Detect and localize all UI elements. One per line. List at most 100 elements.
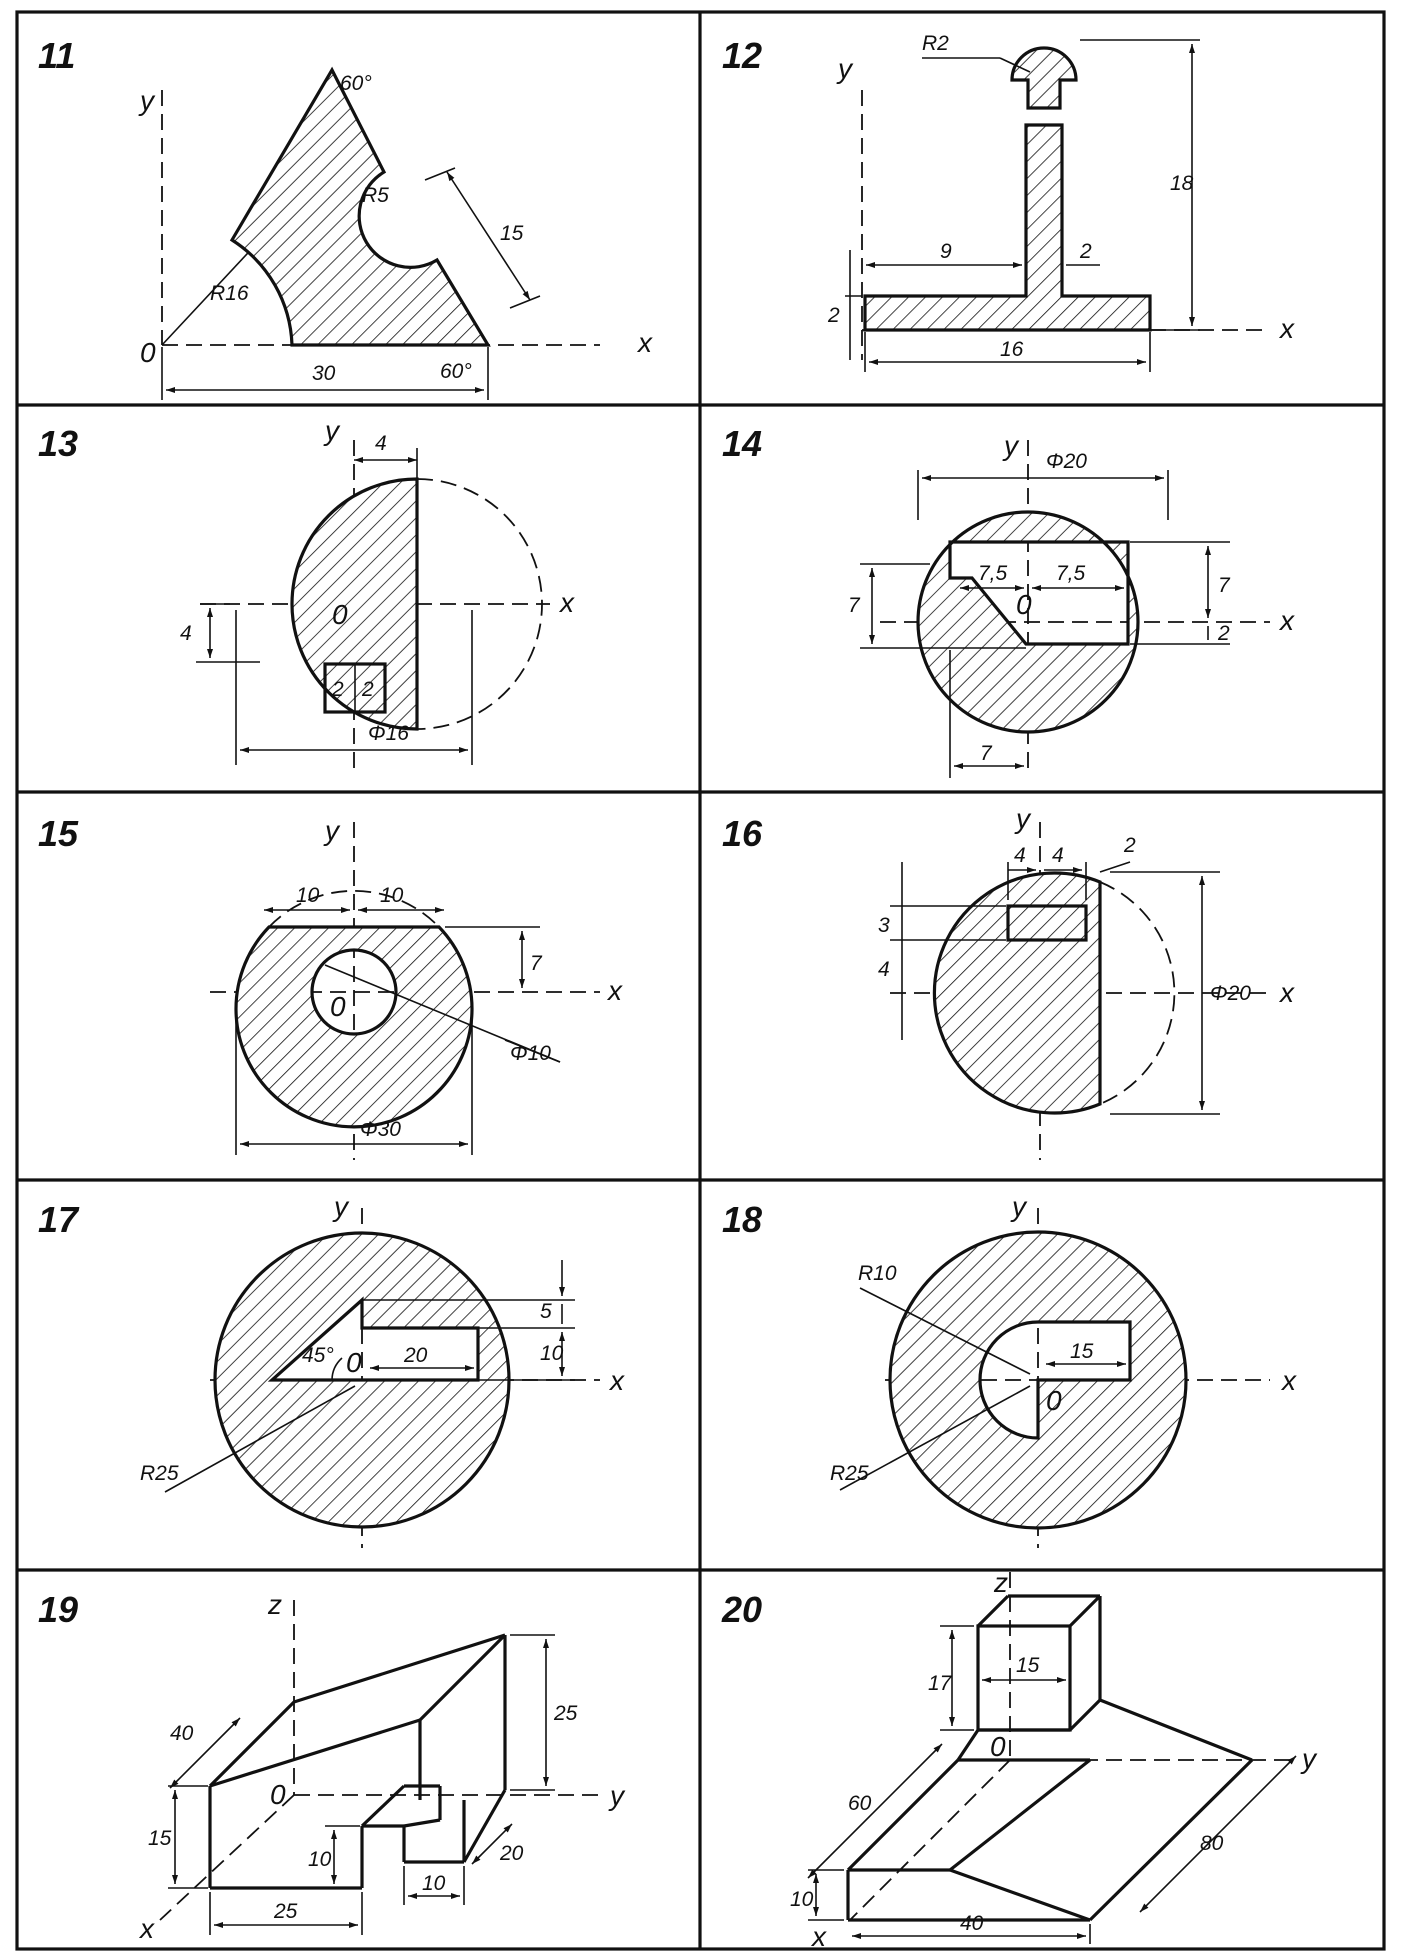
origin-label: 0 xyxy=(346,1347,362,1378)
outer-radius-label: R25 xyxy=(830,1462,869,1485)
x-axis-label: x xyxy=(138,1913,155,1944)
hole-diameter-label: Φ10 xyxy=(510,1042,551,1065)
panel-11: 11 60° R16 R5 15 30 60° y x 0 xyxy=(38,35,653,400)
slot-right-label: 2 xyxy=(361,678,374,701)
cut-offset-label: 4 xyxy=(375,432,387,455)
panel-number: 14 xyxy=(722,423,762,464)
offset-dimension-label: 9 xyxy=(940,240,952,263)
bottom-width-label: 7 xyxy=(980,742,993,765)
diameter-label: Φ16 xyxy=(368,722,409,745)
base-width-label: 40 xyxy=(960,1912,984,1935)
tee-section xyxy=(863,123,1152,332)
z-axis-label: z xyxy=(267,1589,282,1620)
slot-height-label: 5 xyxy=(540,1300,552,1323)
radius-label: R25 xyxy=(140,1462,179,1485)
x-axis-label: x xyxy=(810,1921,827,1952)
panel-number: 19 xyxy=(38,1589,78,1630)
left-chord-label: 10 xyxy=(296,884,320,907)
left-height-label: 7 xyxy=(848,594,861,617)
step-width-label: 10 xyxy=(422,1872,446,1895)
circle-section xyxy=(916,510,1140,734)
step-height-label: 10 xyxy=(540,1342,564,1365)
panel-number: 15 xyxy=(38,813,79,854)
angle-label: 45° xyxy=(302,1344,334,1367)
panel-12: 12 R2 18 9 2 2 16 y x xyxy=(722,32,1295,372)
diameter-label: Φ20 xyxy=(1210,982,1251,1005)
right-half-width-label: 7,5 xyxy=(1056,562,1086,585)
x-axis-label: x xyxy=(1278,977,1295,1008)
block-height-label: 17 xyxy=(928,1672,953,1695)
origin-label: 0 xyxy=(330,991,346,1022)
base-dimension-label: 30 xyxy=(312,362,336,385)
left-half-width-label: 7,5 xyxy=(978,562,1008,585)
panel-number: 13 xyxy=(38,423,78,464)
x-axis-label: x xyxy=(608,1365,625,1396)
inner-radius-label: R10 xyxy=(858,1262,897,1285)
x-axis-label: x xyxy=(1278,605,1295,636)
y-axis-label: y xyxy=(836,53,854,84)
flange-thickness-label: 2 xyxy=(827,304,840,327)
isometric-body xyxy=(846,1594,1254,1922)
z-axis-label: z xyxy=(993,1567,1008,1598)
chord-height-label: 7 xyxy=(530,952,543,975)
step-height-label: 10 xyxy=(308,1848,332,1871)
slot-left-label: 2 xyxy=(331,678,344,701)
depth-dimension-label: 60 xyxy=(848,1792,872,1815)
slot-offset-label: 4 xyxy=(878,958,890,981)
step-width-label: 20 xyxy=(403,1344,428,1367)
origin-label: 0 xyxy=(270,1779,286,1810)
panel-19: 19 xyxy=(38,1589,626,1944)
cut-offset-label: 2 xyxy=(1123,834,1136,857)
panel-16: 16 4 4 2 3 4 Φ20 y x xyxy=(722,803,1295,1160)
left-slot-width-label: 4 xyxy=(1014,844,1026,867)
slot-height-label: 3 xyxy=(878,914,890,937)
right-slot-width-label: 4 xyxy=(1052,844,1064,867)
origin-label: 0 xyxy=(1016,589,1032,620)
panel-17: 17 5 10 20 45° R25 y x 0 xyxy=(38,1191,625,1548)
base-height-label: 10 xyxy=(790,1888,814,1911)
triangle-section xyxy=(229,66,491,347)
annulus-section xyxy=(888,1230,1188,1530)
small-radius-label: R5 xyxy=(362,184,389,207)
outer-diameter-label: Φ30 xyxy=(360,1118,401,1141)
width-dimension-label: 16 xyxy=(1000,338,1024,361)
panel-20: 20 xyxy=(721,1567,1318,1952)
sheet-grid xyxy=(15,10,1386,1951)
y-axis-label: y xyxy=(323,415,341,446)
base-width-label: 25 xyxy=(273,1900,298,1923)
panel-number: 11 xyxy=(38,35,75,76)
x-axis-label: x xyxy=(1280,1365,1297,1396)
right-chord-label: 10 xyxy=(380,884,404,907)
y-axis-label: y xyxy=(1002,430,1020,461)
segment-section xyxy=(932,871,1102,1115)
origin-label: 0 xyxy=(140,337,156,368)
y-axis-label: y xyxy=(1010,1191,1028,1222)
y-axis-label: y xyxy=(1014,803,1032,834)
y-axis-label: y xyxy=(332,1191,350,1222)
x-axis-label: x xyxy=(636,327,653,358)
block-width-label: 15 xyxy=(1016,1654,1040,1677)
x-axis-label: x xyxy=(606,975,623,1006)
panel-number: 20 xyxy=(721,1589,762,1630)
panel-number: 12 xyxy=(722,35,762,76)
origin-label: 0 xyxy=(990,1731,1006,1762)
panel-number: 16 xyxy=(722,813,763,854)
origin-label: 0 xyxy=(1046,1385,1062,1416)
right-height-label: 7 xyxy=(1218,574,1231,597)
origin-label: 0 xyxy=(332,599,348,630)
y-axis-label: y xyxy=(1300,1743,1318,1774)
isometric-body xyxy=(208,1633,507,1890)
x-axis-label: x xyxy=(1278,313,1295,344)
stem-width-label: 2 xyxy=(1079,240,1092,263)
slot-width-label: 15 xyxy=(1070,1340,1094,1363)
panel-14: 14 Φ20 7,5 7,5 7 7 2 7 y x 0 xyxy=(722,423,1295,778)
x-axis-label: x xyxy=(558,587,575,618)
height-dimension-label: 18 xyxy=(1170,172,1194,195)
slant-dimension-label: 15 xyxy=(500,222,524,245)
y-axis-label: y xyxy=(323,815,341,846)
depth-dimension-label: 40 xyxy=(170,1722,194,1745)
vertical-offset-label: 4 xyxy=(180,622,192,645)
radius-label: R2 xyxy=(922,32,949,55)
panel-number: 17 xyxy=(38,1199,80,1240)
